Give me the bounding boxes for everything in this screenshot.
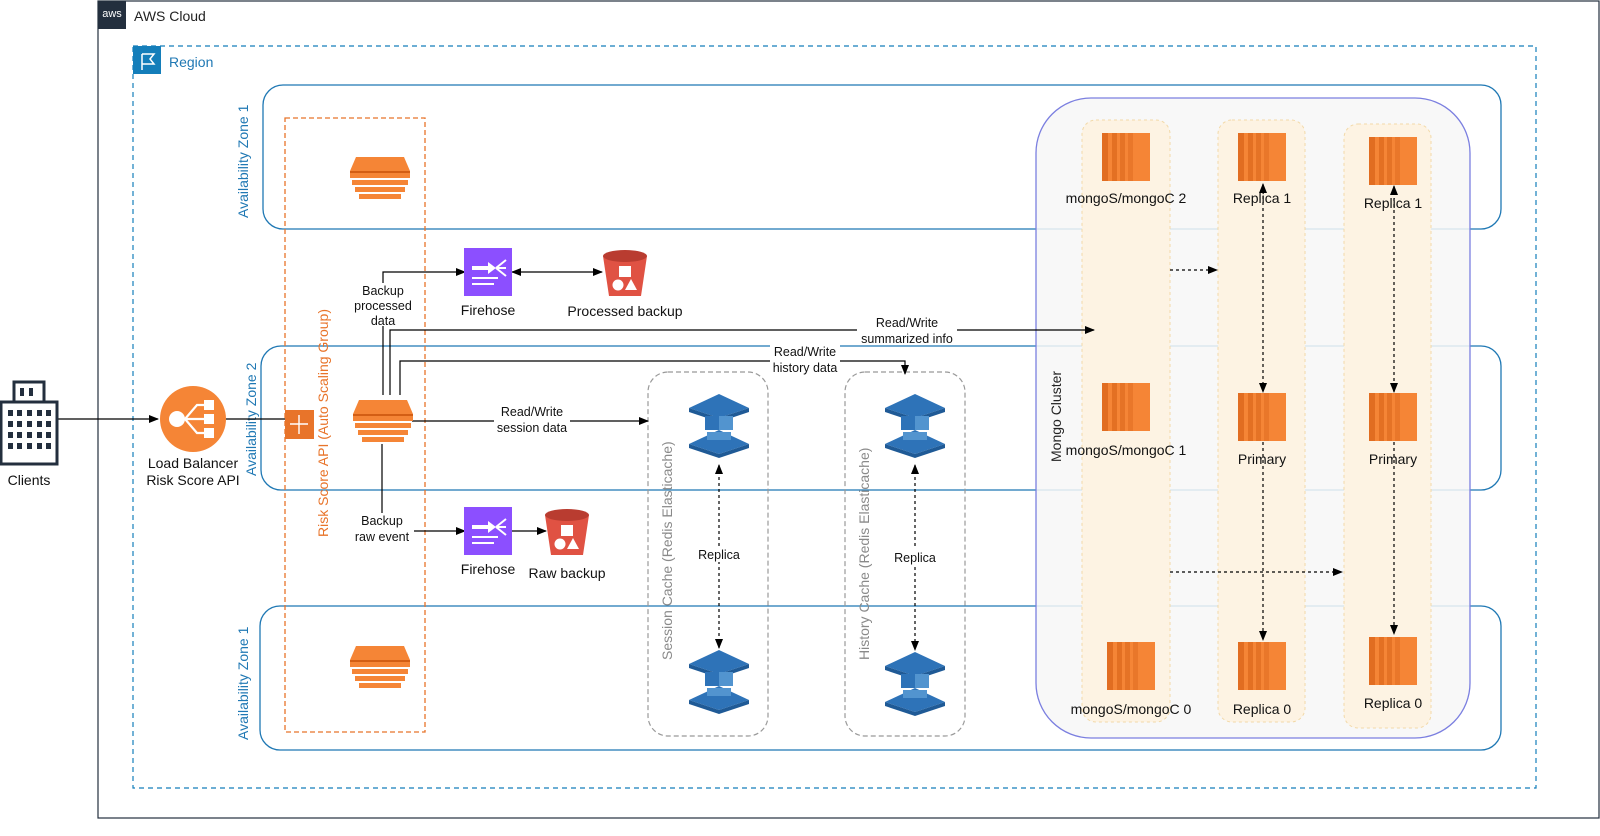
aws-cloud-label: AWS Cloud [134, 8, 206, 24]
edge-label-rw-summarized-1: Read/Write [876, 316, 938, 330]
shard-a-replica1-label: Replica 1 [1233, 190, 1292, 206]
region-flag-icon [133, 46, 161, 74]
aws-logo-text: aws [102, 8, 122, 20]
edge-label-rw-session-1: Read/Write [501, 405, 563, 419]
az-top-label: Availability Zone 1 [235, 104, 251, 218]
shard-a-replica0-icon [1238, 642, 1286, 690]
firehose-bottom-icon [463, 506, 513, 556]
shard-b-primary-icon [1369, 393, 1417, 441]
shard-b-replica0-label: Replica 0 [1364, 695, 1423, 711]
edge-label-backup-processed-3: data [371, 314, 395, 328]
edge-api-firehose-top [382, 268, 466, 395]
asg-label: Risk Score API (Auto Scaling Group) [315, 309, 331, 537]
edge-api-history-cache [399, 360, 909, 395]
history-cache-label: History Cache (Redis Elasticache) [856, 448, 872, 660]
mongos2-label: mongoS/mongoC 2 [1066, 190, 1187, 206]
session-cache-primary-icon [689, 394, 749, 458]
shard-b-replica1-label: Replica 1 [1364, 195, 1423, 211]
mongo-cluster-label: Mongo Cluster [1048, 371, 1064, 462]
mongos1-icon [1102, 383, 1150, 431]
edge-label-history-replica: Replica [894, 551, 936, 565]
session-cache-replica-icon [689, 650, 749, 714]
region-label: Region [169, 54, 213, 70]
raw-backup-label: Raw backup [528, 565, 605, 581]
processed-backup-label: Processed backup [567, 303, 682, 319]
region-boundary [132, 45, 1537, 789]
raw-backup-bucket-icon [545, 509, 589, 555]
shard-a-primary-icon [1238, 393, 1286, 441]
building-icon [0, 380, 59, 466]
shard-b-primary-label: Primary [1369, 451, 1417, 467]
firehose-bottom-label: Firehose [461, 561, 516, 577]
mongos1-label: mongoS/mongoC 1 [1066, 442, 1187, 458]
edge-label-rw-summarized-2: summarized info [861, 332, 953, 346]
edge-label-backup-raw-1: Backup [361, 514, 403, 528]
api-instance-top-icon [350, 157, 410, 199]
edge-label-session-replica: Replica [698, 548, 740, 562]
az-bottom-label: Availability Zone 1 [235, 626, 251, 740]
aws-cloud-boundary [97, 0, 1600, 819]
api-instance-bottom-icon [350, 646, 410, 688]
edge-label-backup-processed-1: Backup [362, 284, 404, 298]
shard-b-replica0-icon [1369, 637, 1417, 685]
firehose-top-icon [463, 247, 513, 297]
edge-api-mongos [389, 326, 1095, 395]
aws-logo-icon [98, 1, 126, 29]
processed-backup-bucket-icon [603, 250, 647, 296]
api-instance-mid-icon [353, 400, 413, 442]
firehose-top-label: Firehose [461, 302, 516, 318]
load-balancer-icon [160, 386, 226, 452]
az-bottom-boundary [259, 605, 1502, 751]
edge-label-rw-session-2: session data [497, 421, 567, 435]
history-cache-replica-icon [885, 652, 945, 716]
az-top-boundary [262, 84, 1502, 230]
lb-label-line1: Load Balancer [148, 455, 239, 471]
az-mid-boundary [260, 345, 1502, 491]
shard-b-replica1-icon [1369, 137, 1417, 185]
clients-label: Clients [8, 472, 51, 488]
edge-label-rw-history-2: history data [773, 361, 838, 375]
lb-label-line2: Risk Score API [146, 472, 239, 488]
shard-a-replica0-label: Replica 0 [1233, 701, 1292, 717]
shard-a-replica1-icon [1238, 133, 1286, 181]
history-cache-primary-icon [885, 394, 945, 458]
edge-label-backup-processed-2: processed [354, 299, 412, 313]
mongos0-label: mongoS/mongoC 0 [1071, 701, 1192, 717]
mongos0-icon [1107, 642, 1155, 690]
mongos2-icon [1102, 133, 1150, 181]
session-cache-label: Session Cache (Redis Elasticache) [659, 441, 675, 660]
edge-label-rw-history-1: Read/Write [774, 345, 836, 359]
session-cache-boundary [647, 371, 769, 737]
edge-label-backup-raw-2: raw event [355, 530, 410, 544]
shard-a-primary-label: Primary [1238, 451, 1286, 467]
